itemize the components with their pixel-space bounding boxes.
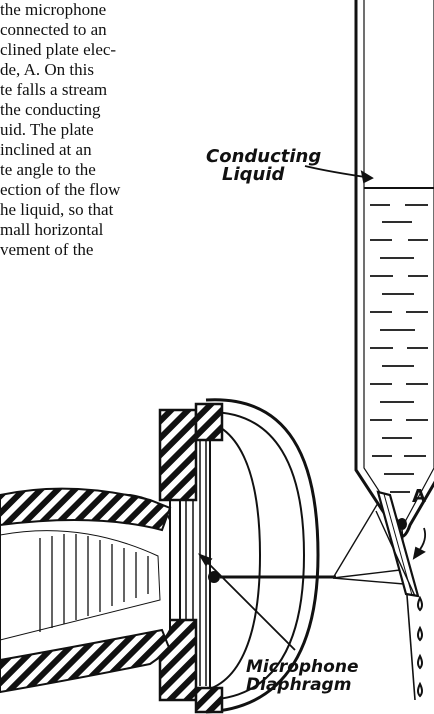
text-line: inclined at an xyxy=(0,140,92,159)
plate-a-label: A xyxy=(412,488,432,506)
text-line: ection of the flow xyxy=(0,180,121,199)
text-line: clined plate elec- xyxy=(0,40,117,59)
microphone-diaphragm-label: Microphone Diaphragm xyxy=(246,658,426,694)
text-line: he liquid, so that xyxy=(0,200,114,219)
text-line: de, A. On this xyxy=(0,60,94,79)
label-line: Conducting xyxy=(206,146,322,167)
text-line: te angle to the xyxy=(0,160,96,179)
label-line: Microphone xyxy=(246,657,359,677)
text-line: uid. The plate xyxy=(0,120,94,139)
diaphragm-stud xyxy=(208,571,220,583)
text-line: vement of the xyxy=(0,240,94,259)
conducting-liquid-label: Conducting Liquid xyxy=(206,148,366,184)
diaphragm-pointer xyxy=(199,554,296,651)
leader-arrows xyxy=(197,165,427,651)
text-line: the microphone xyxy=(0,0,107,19)
label-line: Liquid xyxy=(222,164,285,185)
plate-a-pointer xyxy=(417,527,427,553)
liquid-dashes xyxy=(370,204,428,493)
text-line: te falls a stream xyxy=(0,80,108,99)
body-text: the microphone connected to an clined pl… xyxy=(0,0,200,260)
liquid-drops xyxy=(417,595,423,698)
microphone-horn xyxy=(0,487,172,694)
text-line: connected to an xyxy=(0,20,107,39)
plate-electrode xyxy=(332,490,420,598)
text-line: the conducting xyxy=(0,100,101,119)
text-line: mall horizontal xyxy=(0,220,104,239)
label-line: Diaphragm xyxy=(246,675,352,695)
microphone-housing xyxy=(195,398,320,714)
label-line: A xyxy=(412,486,426,507)
